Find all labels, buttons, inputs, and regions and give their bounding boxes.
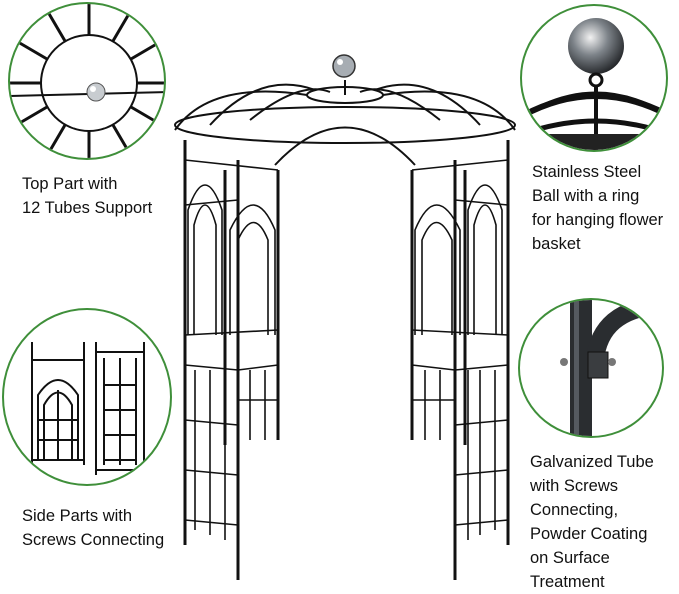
side-parts-callout [2,308,172,486]
steel-ball-detail [522,18,666,150]
top-finial-ball-icon [332,54,356,78]
caption-steel-ball: Stainless Steel Ball with a ring for han… [532,163,664,253]
top-view-callout [8,2,166,160]
steel-ball-callout [520,4,668,152]
ring-icon [588,72,604,88]
tube-detail [560,300,661,436]
caption-side-parts: Side Parts with Screws Connecting [22,507,165,549]
steel-ball-icon [86,82,106,102]
top-tubes-detail [10,4,164,158]
caption-galvanized-tube: Galvanized Tube with Screws Connecting, … [530,453,654,591]
garden-gazebo-arch [174,54,516,580]
galvanized-tube-callout [518,298,664,438]
ball-icon [568,18,624,74]
caption-top-part: Top Part with 12 Tubes Support [22,175,153,217]
screw-icon [560,358,568,366]
side-parts-detail [31,342,145,475]
screw-icon-2 [608,358,616,366]
